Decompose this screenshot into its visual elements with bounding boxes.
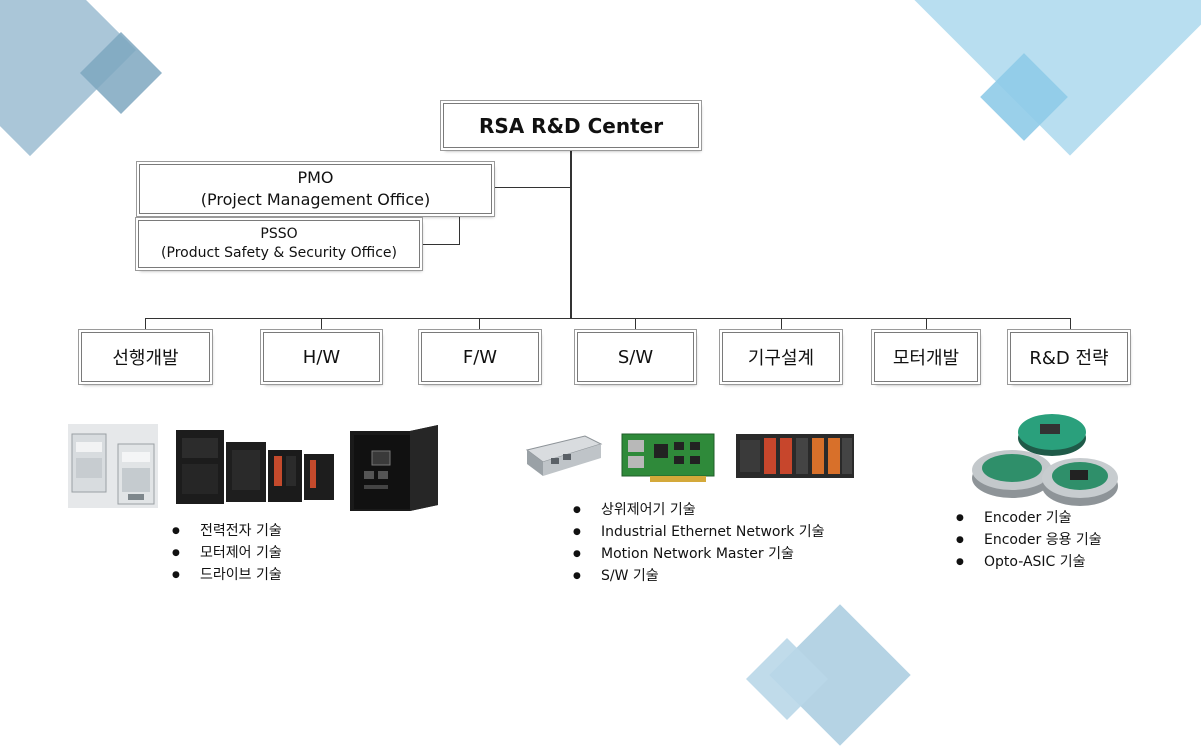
dept-label: 모터개발: [892, 348, 960, 369]
motion-controller-rack-image: [736, 434, 854, 478]
network-card-image: [621, 433, 715, 482]
pmo-box: PMO (Project Management Office): [139, 164, 492, 214]
connector-departments-horizontal: [145, 318, 1071, 319]
connector-dept-3: [479, 318, 480, 333]
dept-label: S/W: [617, 346, 654, 368]
connector-dept-2: [321, 318, 322, 333]
connector-dept-4: [635, 318, 636, 333]
bullet-list-middle: 상위제어기 기술 Industrial Ethernet Network 기술 …: [573, 499, 825, 587]
bullet-list-left: 전력전자 기술 모터제어 기술 드라이브 기술: [172, 520, 282, 586]
dept-label: 선행개발: [112, 348, 179, 369]
list-item: Encoder 기술: [956, 507, 1102, 529]
dept-label: 기구설계: [747, 348, 815, 369]
list-item: 드라이브 기술: [172, 564, 282, 586]
dept-label: F/W: [462, 346, 498, 368]
psso-box: PSSO (Product Safety & Security Office): [138, 220, 420, 268]
dept-box-sw: S/W: [577, 332, 694, 382]
center-box: RSA R&D Center: [443, 103, 699, 148]
pmo-subtitle: (Project Management Office): [200, 190, 431, 209]
plc-controller-image: [525, 435, 603, 476]
encoder-image: [972, 414, 1118, 506]
list-item: Motion Network Master 기술: [573, 543, 825, 565]
psso-title: PSSO: [260, 226, 298, 242]
dept-box-advanced-dev: 선행개발: [81, 332, 210, 382]
center-label: RSA R&D Center: [478, 113, 664, 138]
connector-dept-6: [926, 318, 927, 333]
dept-box-hw: H/W: [263, 332, 380, 382]
power-module-image: [68, 424, 158, 508]
list-item: S/W 기술: [573, 565, 825, 587]
list-item: 모터제어 기술: [172, 542, 282, 564]
bullet-list-right: Encoder 기술 Encoder 응용 기술 Opto-ASIC 기술: [956, 507, 1102, 573]
connector-psso-horizontal: [420, 244, 460, 245]
dept-box-motor: 모터개발: [874, 332, 978, 382]
pmo-title: PMO: [297, 168, 334, 187]
connector-dept-7: [1070, 318, 1071, 333]
connector-pmo-horizontal: [492, 187, 571, 188]
list-item: Opto-ASIC 기술: [956, 551, 1102, 573]
dept-box-mechanical: 기구설계: [722, 332, 840, 382]
dept-box-fw: F/W: [421, 332, 539, 382]
list-item: 상위제어기 기술: [573, 499, 825, 521]
connector-dept-5: [781, 318, 782, 333]
decor-diamond-topright-large: [914, 0, 1201, 156]
dept-label: H/W: [302, 346, 341, 368]
dept-box-strategy: R&D 전략: [1010, 332, 1128, 382]
connector-center-vertical: [570, 147, 572, 319]
dept-label: R&D 전략: [1029, 348, 1109, 369]
list-item: 전력전자 기술: [172, 520, 282, 542]
drive-cabinet-image: [350, 425, 438, 511]
list-item: Industrial Ethernet Network 기술: [573, 521, 825, 543]
list-item: Encoder 응용 기술: [956, 529, 1102, 551]
servo-drive-series-image: [176, 430, 334, 504]
connector-psso-vertical: [459, 214, 460, 244]
psso-subtitle: (Product Safety & Security Office): [161, 245, 397, 261]
connector-dept-1: [145, 318, 146, 333]
